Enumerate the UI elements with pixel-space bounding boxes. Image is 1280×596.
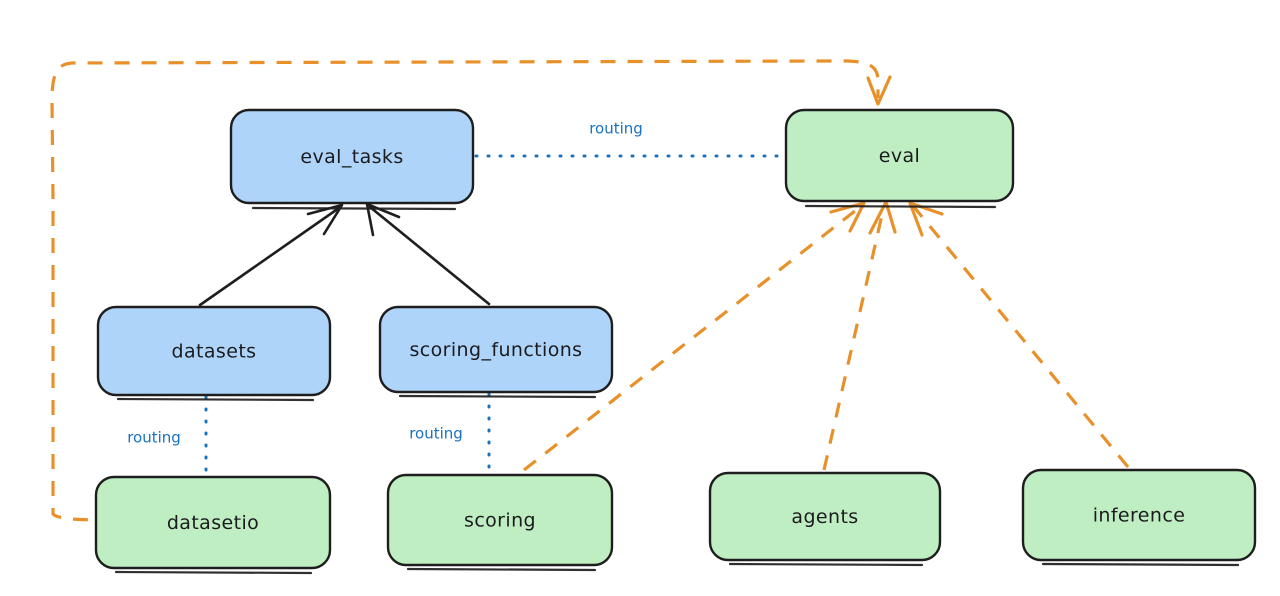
node-inference-shadow xyxy=(1041,562,1240,567)
edge-datasetio-eval-arrowhead xyxy=(866,75,892,106)
node-agents-shadow xyxy=(728,562,924,567)
node-datasetio-shadow xyxy=(114,570,313,575)
node-eval-tasks-box xyxy=(229,108,475,205)
edge-label-routing-eval-tasks: routing xyxy=(589,120,643,138)
node-scoring-shadow xyxy=(406,567,597,572)
edge-datasets-eval-tasks xyxy=(198,203,344,307)
node-scoring-box xyxy=(386,473,614,567)
node-scoring[interactable]: scoring xyxy=(386,473,614,572)
node-inference-label: inference xyxy=(1093,505,1186,527)
node-scoring-functions[interactable]: scoring_functions xyxy=(378,305,614,399)
node-agents-box xyxy=(708,471,942,562)
edge-scoring-functions-scoring: routing xyxy=(409,392,491,475)
edge-scoring-eval-line xyxy=(523,205,861,472)
edge-scoring-eval-arrowhead xyxy=(829,201,866,233)
node-agents[interactable]: agents xyxy=(708,471,942,567)
node-eval-box xyxy=(784,108,1015,203)
node-eval-tasks-label: eval_tasks xyxy=(300,146,403,168)
node-datasetio-label: datasetio xyxy=(167,512,259,534)
node-scoring-label: scoring xyxy=(464,510,536,532)
node-datasets[interactable]: datasets xyxy=(96,305,332,402)
edge-inference-eval-line xyxy=(912,205,1130,469)
node-scoring-functions-box xyxy=(378,305,614,394)
node-scoring-functions-shadow xyxy=(398,394,597,399)
node-inference[interactable]: inference xyxy=(1021,468,1257,567)
node-eval-shadow xyxy=(804,204,997,209)
node-agents-label: agents xyxy=(791,506,858,528)
edge-inference-eval xyxy=(908,201,1130,469)
edge-datasetio-eval xyxy=(50,59,892,522)
node-datasets-shadow xyxy=(116,397,315,402)
edge-label-routing-scoring-functions: routing xyxy=(409,425,463,443)
edge-agents-eval xyxy=(822,200,897,471)
node-datasets-box xyxy=(96,305,332,397)
node-datasets-label: datasets xyxy=(172,341,257,363)
node-scoring-functions-label: scoring_functions xyxy=(410,339,583,361)
node-datasetio-box xyxy=(94,475,332,570)
edge-eval-tasks-eval: routing xyxy=(474,120,786,158)
node-inference-box xyxy=(1021,468,1257,562)
edge-inference-eval-arrowhead xyxy=(908,201,944,237)
node-eval[interactable]: eval xyxy=(784,108,1015,209)
edge-agents-eval-line xyxy=(822,205,886,471)
edge-datasets-eval-tasks-arrowhead xyxy=(306,203,344,236)
node-eval-tasks[interactable]: eval_tasks xyxy=(229,108,475,211)
node-datasetio[interactable]: datasetio xyxy=(94,475,332,575)
edge-datasets-eval-tasks-line xyxy=(198,206,341,307)
edge-scoring-functions-eval-tasks-line xyxy=(368,205,491,306)
edge-scoring-functions-eval-tasks xyxy=(365,202,491,306)
edge-scoring-eval xyxy=(523,201,866,472)
edge-datasets-datasetio: routing xyxy=(127,395,208,477)
node-eval-tasks-shadow xyxy=(251,206,457,211)
node-eval-label: eval xyxy=(879,145,920,167)
edge-label-routing-datasets: routing xyxy=(127,429,181,447)
